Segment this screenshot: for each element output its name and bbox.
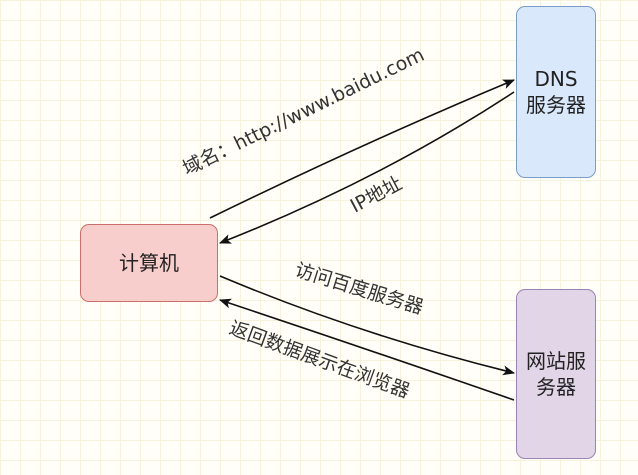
computer-label: 计算机 [119,251,179,275]
web-server-label-line1: 网站服 [526,349,586,373]
arrow-visit [219,275,515,376]
web-server-node: 网站服 务器 [516,289,596,459]
computer-node: 计算机 [80,224,218,302]
dns-server-node: DNS 服务器 [516,6,596,178]
arrow-domain-query [209,79,515,219]
dns-server-label-line2: 服务器 [526,93,586,117]
arrow-ip-reply [219,91,515,244]
web-server-label-line2: 务器 [536,375,576,399]
arrow-return [219,298,515,401]
dns-server-label-line1: DNS [534,67,578,91]
